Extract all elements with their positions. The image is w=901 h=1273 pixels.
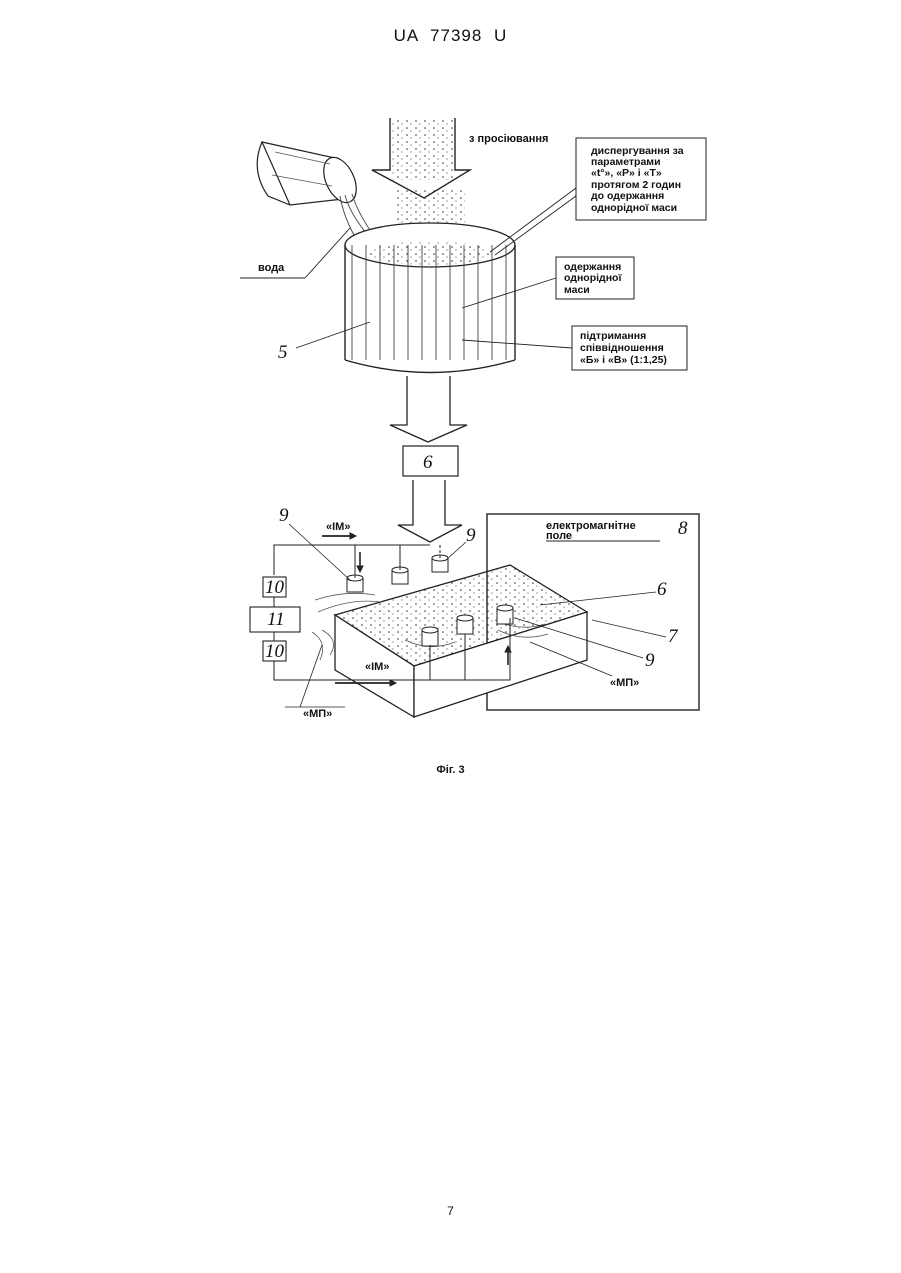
em-field-text-2: поле bbox=[546, 530, 572, 542]
mixing-vessel bbox=[345, 223, 515, 373]
ref-number-7: 7 bbox=[668, 626, 679, 647]
dispersion-text-5: до одержання bbox=[591, 190, 664, 202]
ref-number-9-left: 9 bbox=[279, 505, 289, 526]
im-bottom-label: «ІМ» bbox=[365, 661, 389, 673]
ref-number-11: 11 bbox=[267, 609, 285, 630]
ratio-text-2: співвідношення bbox=[580, 342, 664, 354]
ref-number-10-top: 10 bbox=[265, 577, 285, 598]
ref-number-6-tray: 6 bbox=[657, 579, 667, 600]
dispersion-text-3: «t°», «P» і «T» bbox=[591, 167, 662, 179]
ref-number-6-block: 6 bbox=[423, 452, 433, 473]
dispersion-text-6: однорідної маси bbox=[591, 202, 677, 214]
ref-number-8: 8 bbox=[678, 518, 688, 539]
top-wiring bbox=[274, 533, 440, 578]
im-top-label: «ІМ» bbox=[326, 521, 350, 533]
homogeneous-text-2: однорідної bbox=[564, 272, 622, 284]
arrow-to-block-6 bbox=[390, 376, 467, 442]
homogeneous-text-3: маси bbox=[564, 284, 590, 296]
ratio-text-3: «Б» і «В» (1:1,25) bbox=[580, 354, 667, 366]
dispersion-callout: диспергування за параметрами «t°», «P» і… bbox=[490, 138, 706, 255]
figure-3-diagram: з просіювання вода 5 диспергування за па… bbox=[0, 0, 901, 780]
mp-left-label: «МП» bbox=[303, 708, 332, 720]
mp-right-label: «МП» bbox=[610, 677, 639, 689]
ref-number-5: 5 bbox=[278, 342, 288, 363]
ref-number-9-right: 9 bbox=[645, 650, 655, 671]
ref-number-9-top: 9 bbox=[466, 525, 476, 546]
ref-number-10-bottom: 10 bbox=[265, 641, 285, 662]
water-label: вода bbox=[258, 262, 285, 274]
tray bbox=[335, 565, 587, 717]
sifting-label: з просіювання bbox=[469, 133, 548, 145]
figure-caption: Фіг. 3 bbox=[0, 764, 901, 776]
ratio-text-1: підтримання bbox=[580, 330, 646, 342]
arrow-to-tray bbox=[398, 480, 462, 542]
page-number: 7 bbox=[0, 1204, 901, 1218]
